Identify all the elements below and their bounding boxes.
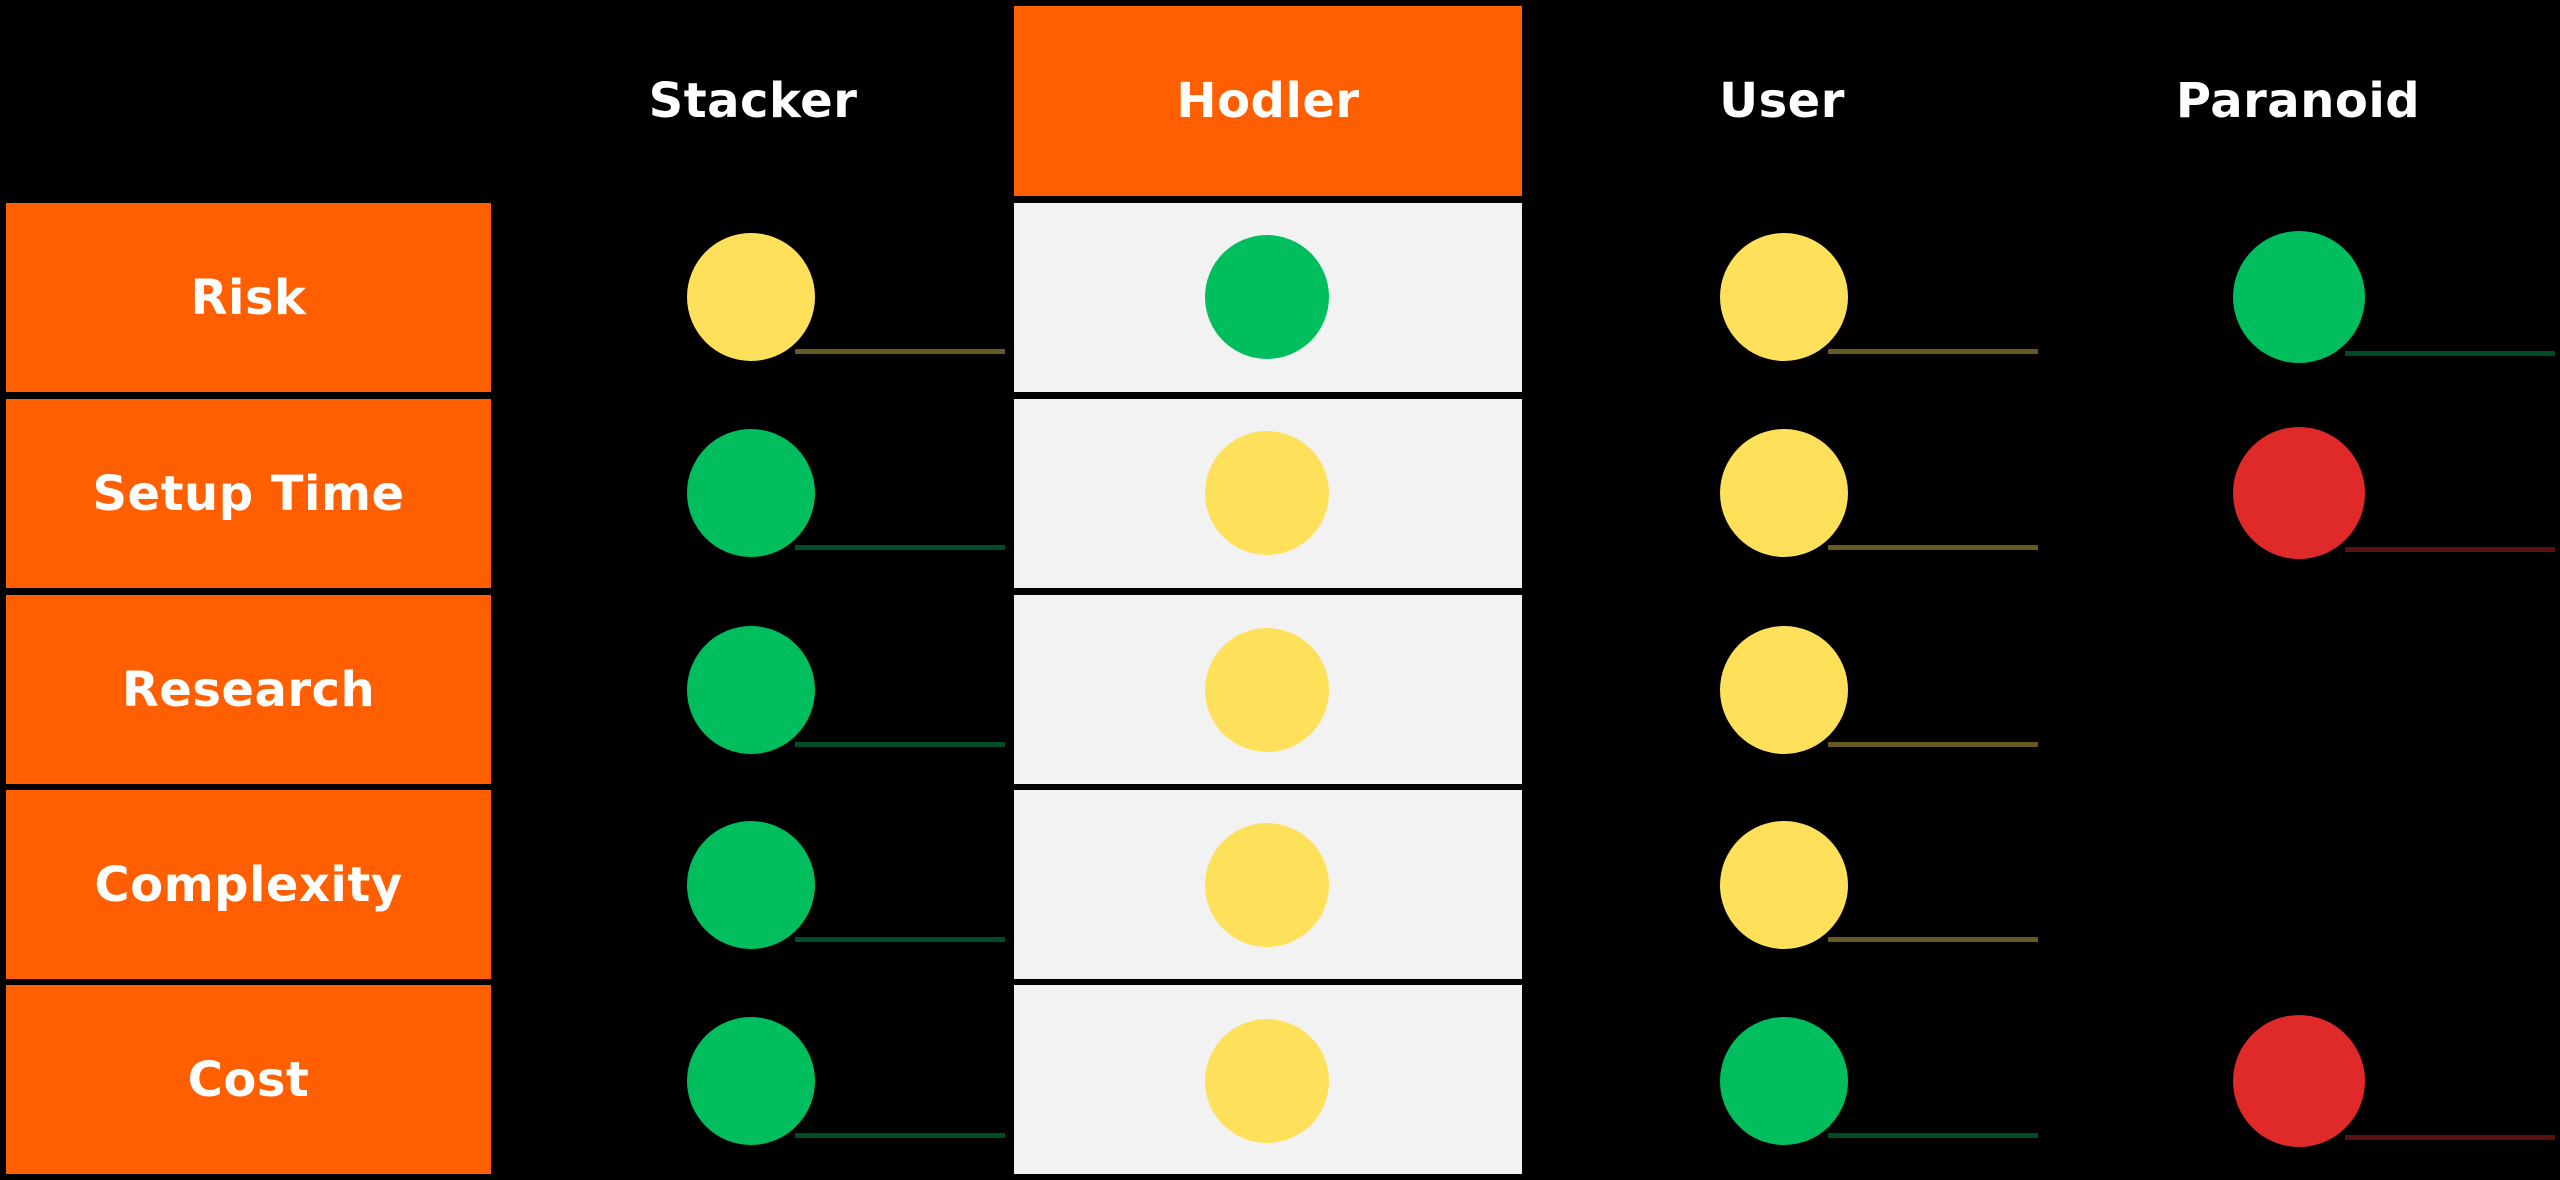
column-header-paranoid: Paranoid (2175, 73, 2421, 129)
rating-dot-complexity-hodler (1205, 823, 1329, 947)
column-header-hodler: Hodler (1014, 6, 1522, 196)
rating-dot-risk-hodler (1205, 235, 1329, 359)
rating-dot-risk-stacker (687, 233, 815, 361)
rating-dot-setup-time-hodler (1205, 431, 1329, 555)
rating-dot-complexity-stacker (687, 821, 815, 949)
rating-dot-setup-time-paranoid (2233, 427, 2365, 559)
rating-dot-trail (795, 742, 1005, 747)
row-label-research: Research (6, 595, 491, 784)
row-label-complexity: Complexity (6, 790, 491, 979)
rating-dot-trail (1828, 742, 2038, 747)
rating-dot-cost-stacker (687, 1017, 815, 1145)
rating-dot-setup-time-user (1720, 429, 1848, 557)
rating-dot-trail (1828, 937, 2038, 942)
rating-dot-trail (1828, 349, 2038, 354)
column-header-stacker: Stacker (648, 73, 858, 129)
rating-dot-setup-time-stacker (687, 429, 815, 557)
row-label-risk: Risk (6, 203, 491, 392)
rating-dot-trail (795, 349, 1005, 354)
row-label-setup-time: Setup Time (6, 399, 491, 588)
rating-dot-trail (2345, 1135, 2555, 1140)
rating-dot-trail (795, 545, 1005, 550)
row-label-cost: Cost (6, 985, 491, 1174)
rating-dot-research-user (1720, 626, 1848, 754)
rating-dot-trail (795, 1133, 1005, 1138)
rating-dot-cost-user (1720, 1017, 1848, 1145)
rating-dot-trail (2345, 351, 2555, 356)
rating-dot-trail (1828, 545, 2038, 550)
rating-dot-risk-paranoid (2233, 231, 2365, 363)
column-header-user: User (1719, 73, 1845, 129)
rating-dot-research-stacker (687, 626, 815, 754)
rating-dot-trail (2345, 547, 2555, 552)
rating-dot-trail (1828, 1133, 2038, 1138)
rating-dot-complexity-user (1720, 821, 1848, 949)
rating-dot-cost-paranoid (2233, 1015, 2365, 1147)
rating-dot-research-hodler (1205, 628, 1329, 752)
rating-dot-trail (795, 937, 1005, 942)
rating-dot-risk-user (1720, 233, 1848, 361)
rating-dot-cost-hodler (1205, 1019, 1329, 1143)
